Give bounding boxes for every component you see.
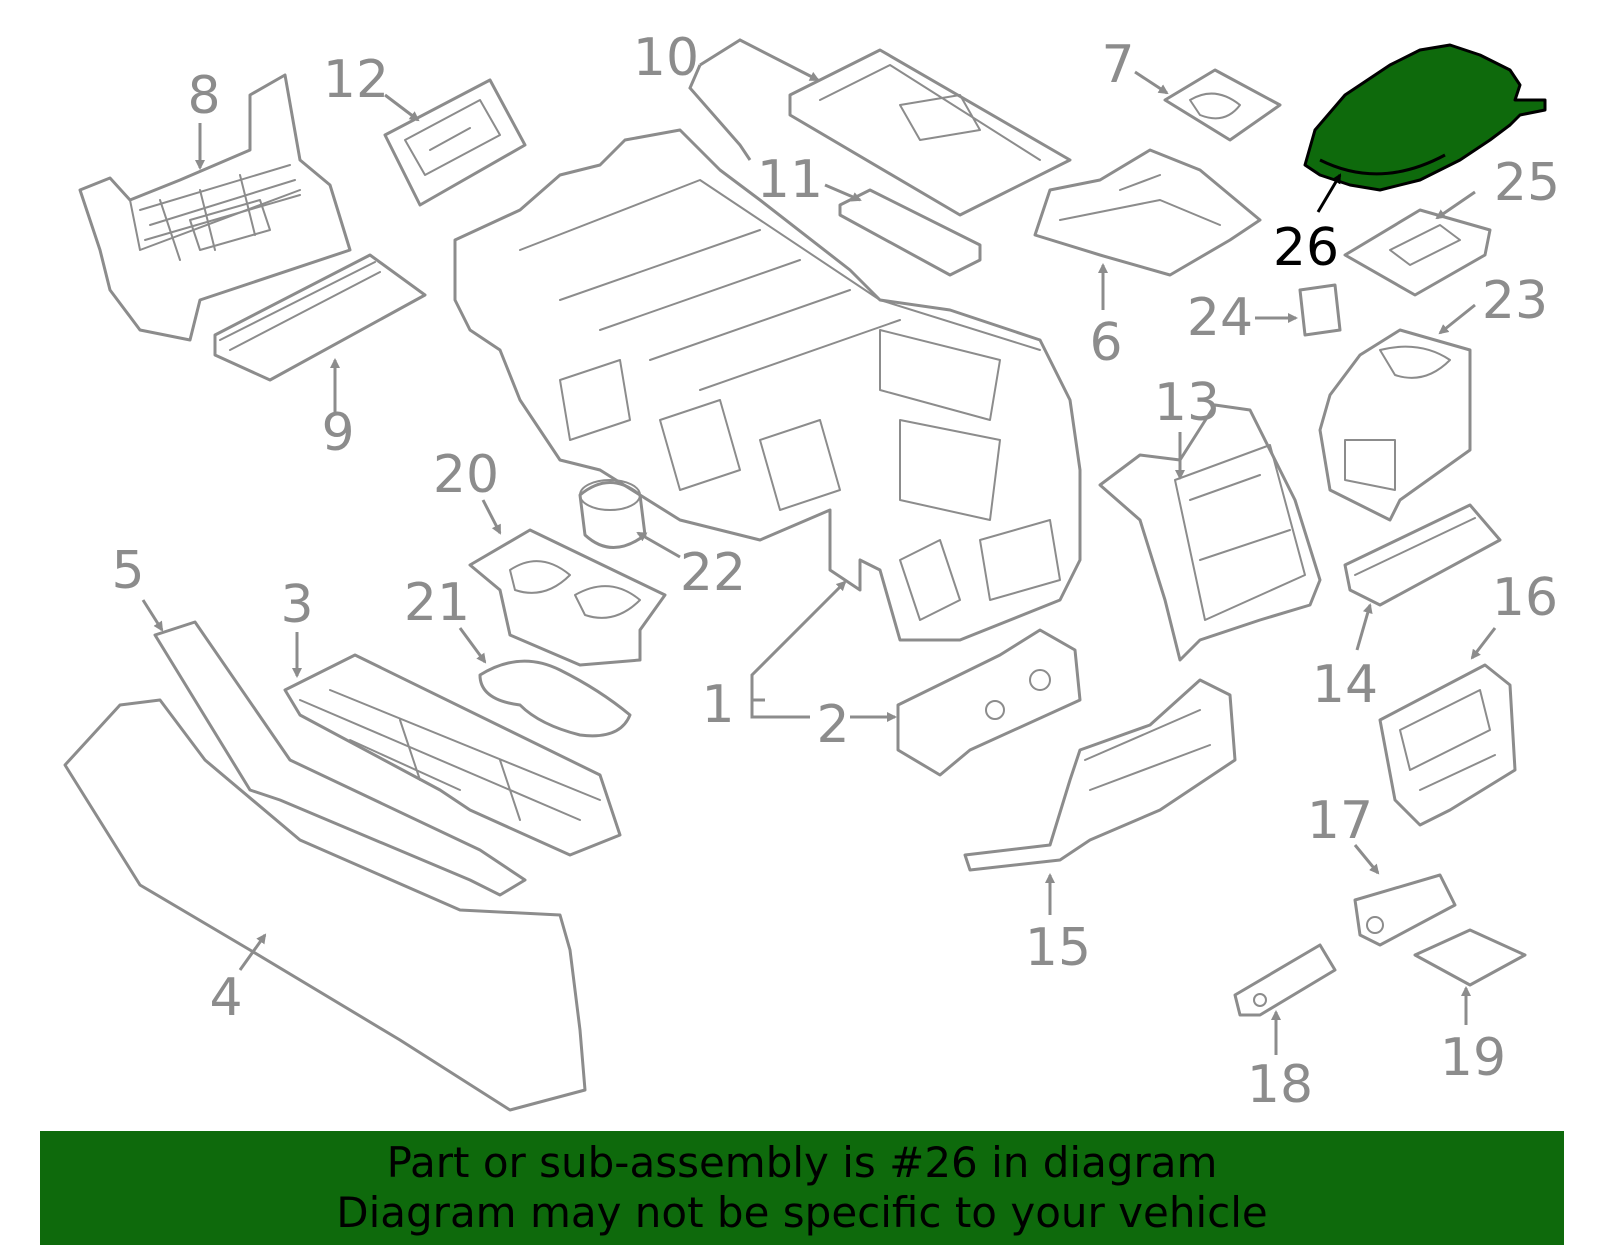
part-8-shape [78,73,352,342]
callout-1: 1 [701,675,734,735]
banner-line-disclaimer: Diagram may not be specific to your vehi… [336,1188,1268,1237]
callout-7: 7 [1101,35,1134,95]
callout-17: 17 [1307,791,1373,851]
part-11-shape [838,188,982,277]
part-17-shape [1353,873,1457,947]
callout-14: 14 [1312,655,1378,715]
part-16-shape [1378,663,1517,827]
part-23-shape [1318,328,1472,522]
callout-16: 16 [1492,568,1558,628]
part-18-shape [1233,943,1337,1017]
callout-18: 18 [1247,1055,1313,1115]
callout-24: 24 [1187,288,1253,348]
part-9-shape [213,253,427,382]
callout-26-highlighted: 26 [1273,218,1339,278]
callout-23: 23 [1482,271,1548,331]
info-banner: Part or sub-assembly is #26 in diagram D… [40,1131,1564,1245]
part-2-shape [896,628,1082,777]
leader-lines [141,38,1497,1055]
part-19-shape [1413,928,1527,987]
callout-3: 3 [280,575,313,635]
part-21-shape [478,659,632,738]
part-12-shape [383,78,527,207]
callout-6: 6 [1089,313,1122,373]
callout-4: 4 [209,968,242,1028]
callout-19: 19 [1440,1028,1506,1088]
callout-11: 11 [757,150,823,210]
callout-25: 25 [1494,153,1560,213]
part-10-shape [788,48,1072,217]
callout-13: 13 [1154,373,1220,433]
part-4-shape [63,698,587,1112]
part-1-shape [453,128,1082,642]
callout-5: 5 [111,541,144,601]
part-5-shape [153,620,527,897]
part-15-shape [963,678,1237,872]
part-13-shape [1098,403,1322,662]
part-26-highlighted-shape [1303,43,1547,192]
callout-20: 20 [433,445,499,505]
callout-12: 12 [323,50,389,110]
callout-8: 8 [187,66,220,126]
callout-9: 9 [321,403,354,463]
banner-line-part-number: Part or sub-assembly is #26 in diagram [386,1138,1218,1187]
callout-15: 15 [1025,918,1091,978]
callout-10: 10 [633,28,699,88]
part-22-shape [578,479,647,549]
callout-21: 21 [404,573,470,633]
callout-2: 2 [816,695,849,755]
part-24-shape [1298,283,1342,337]
part-3-shape [283,653,622,857]
part-25-shape [1343,208,1492,297]
part-6-shape [1033,148,1262,277]
part-7-shape [1163,68,1282,142]
part-14-shape [1343,503,1502,607]
callout-22: 22 [680,543,746,603]
part-20-shape [468,528,667,667]
callout-labels: 1 2 3 4 5 6 7 8 9 10 11 12 13 14 15 16 1… [111,28,1560,1115]
